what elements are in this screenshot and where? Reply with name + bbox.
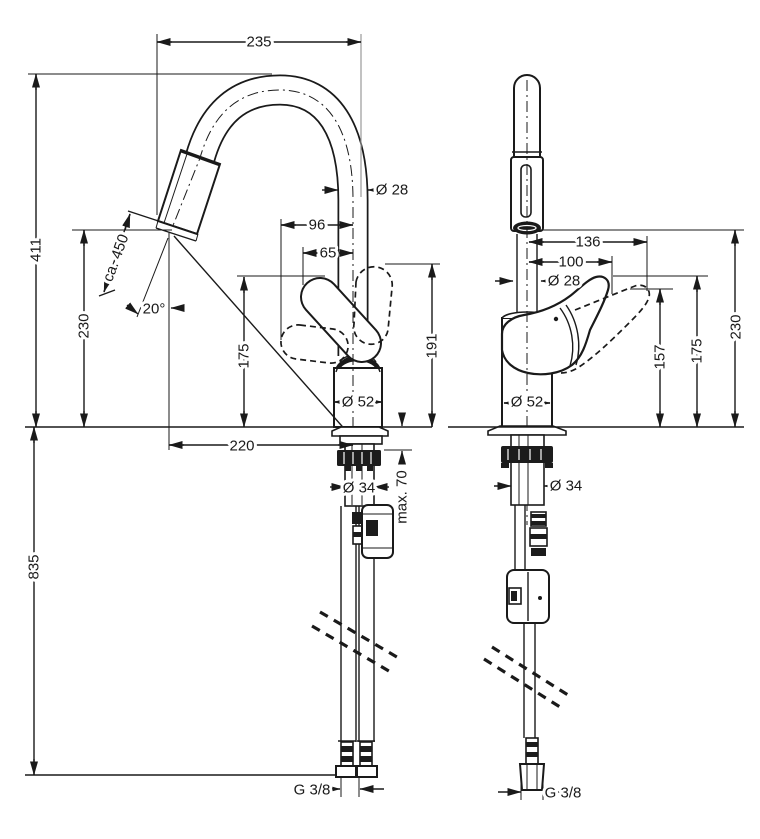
dim-front-body-height: 175 (236, 343, 253, 368)
side-break-marks (483, 645, 569, 709)
side-hoses (483, 505, 569, 791)
dim-front-spray-angle: 20° (143, 301, 166, 318)
side-hose-weight (506, 569, 550, 624)
front-body (333, 353, 383, 428)
dim-front-max-counter: max. 70 (394, 470, 411, 523)
dim-front-spout-reach: 235 (246, 34, 271, 51)
front-view: 235 411 230 835 ca. 450 20° Ø 28 96 65 1… (23, 31, 444, 802)
dim-front-spout-diameter: Ø 28 (376, 182, 409, 199)
dim-side-handle-height: 175 (689, 338, 706, 363)
dim-front-thread: G 3/8 (294, 782, 331, 799)
dim-front-96: 96 (309, 217, 326, 234)
front-mounting (331, 426, 389, 507)
dim-side-shank-diameter: Ø 34 (550, 478, 583, 495)
front-spray-axis-extension (136, 237, 169, 318)
dim-side-body-diameter: Ø 52 (511, 394, 544, 411)
dim-front-65: 65 (320, 245, 337, 262)
dim-front-reach-axis: 220 (229, 438, 254, 455)
front-hose-fittings (335, 740, 378, 778)
dim-front-handle-top-height: 191 (424, 333, 441, 358)
front-dimension-lines (30, 38, 436, 793)
side-view: 136 100 Ø 28 157 175 230 Ø 52 Ø 34 G 3/8 (448, 74, 748, 805)
dim-side-handle-height-open: 157 (652, 344, 669, 369)
dim-side-handle-reach: 100 (558, 254, 583, 271)
dim-side-spout-diameter: Ø 28 (548, 273, 581, 290)
dim-front-outlet-height: 230 (76, 313, 93, 338)
front-spray-head (127, 148, 222, 318)
dim-front-hose-below: 835 (26, 554, 43, 579)
dim-front-total-height: 411 (28, 238, 45, 262)
side-hose-fitting (518, 737, 546, 791)
dim-side-outlet-height: 230 (728, 314, 745, 339)
dim-front-shank-diameter: Ø 34 (343, 480, 376, 497)
dim-side-handle-reach-open: 136 (575, 234, 600, 251)
dim-front-hose-extension: ca. 450 (100, 232, 133, 284)
front-break-marks (311, 610, 403, 676)
side-handle-dashed-position (560, 284, 651, 374)
side-mounting (487, 425, 567, 506)
dim-side-thread: G 3/8 (545, 785, 582, 802)
side-handle (500, 275, 610, 376)
front-centerline (171, 89, 354, 470)
front-hoses (311, 504, 403, 778)
dim-front-body-diameter: Ø 52 (342, 394, 375, 411)
front-hose-pull-line (173, 235, 357, 443)
side-dimension-lines (494, 229, 739, 796)
front-hose-weight (361, 504, 394, 559)
front-handle-dashed-positions (280, 265, 394, 364)
